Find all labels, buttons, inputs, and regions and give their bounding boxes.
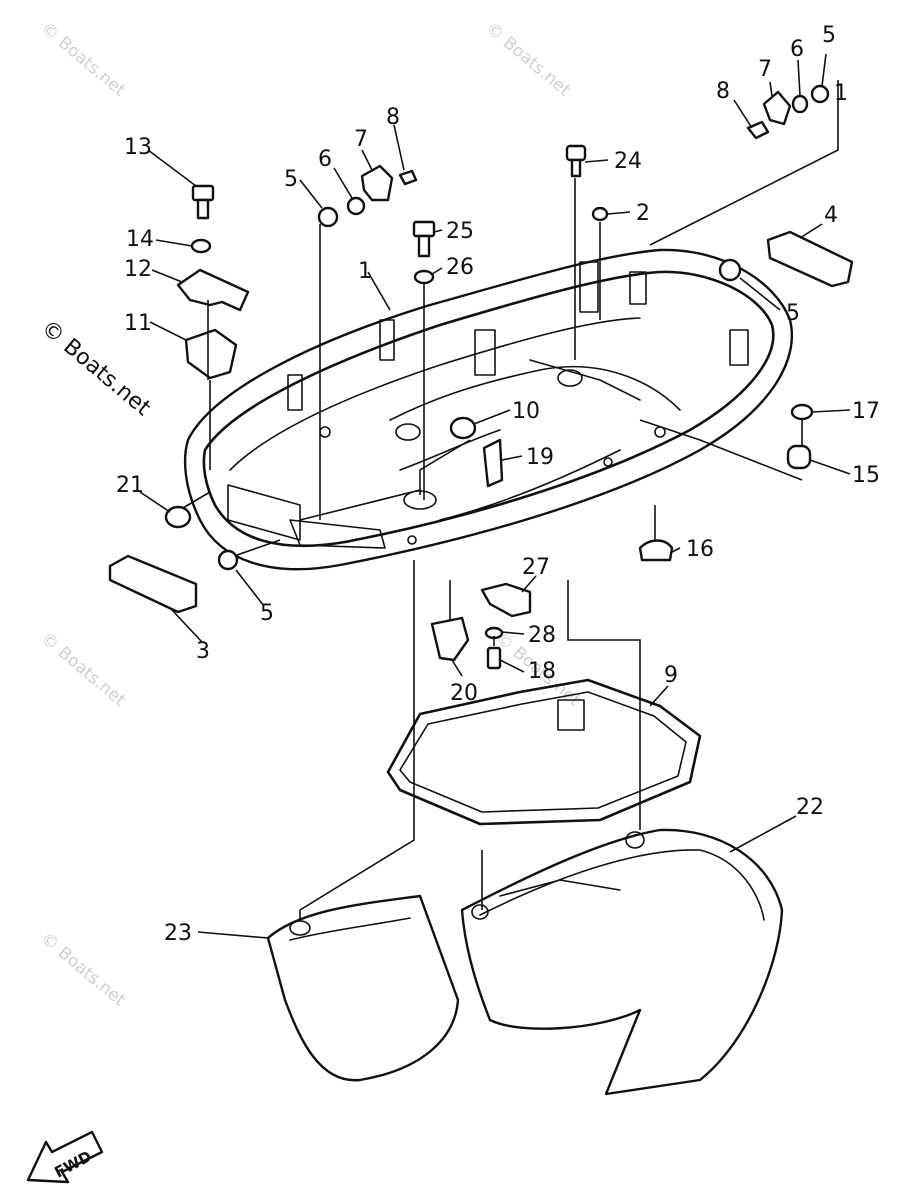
part-11-block [184, 328, 238, 380]
part-21-plug [164, 505, 192, 529]
part-8-screw-top-right [746, 120, 770, 140]
callout-8-upper: 8 [386, 105, 400, 130]
callout-4: 4 [824, 203, 838, 228]
callout-15: 15 [852, 463, 880, 488]
callout-19: 19 [526, 445, 554, 470]
callout-1-cowling: 1 [358, 259, 372, 284]
part-7-clip-upper [360, 164, 394, 202]
callout-27: 27 [522, 555, 550, 580]
part-9-seal [386, 678, 702, 826]
callout-2: 2 [636, 201, 650, 226]
part-12-bracket [176, 268, 250, 312]
part-5-grommet-left [217, 549, 239, 571]
part-14-washer [190, 238, 212, 254]
callout-5-upper: 5 [284, 167, 298, 192]
callout-26: 26 [446, 255, 474, 280]
callout-18: 18 [528, 659, 556, 684]
callout-1-top-right: 1 [834, 81, 848, 106]
callout-25: 25 [446, 219, 474, 244]
callout-6-top-right: 6 [790, 37, 804, 62]
part-18-screw [486, 646, 502, 670]
part-6-nut-upper [346, 196, 366, 216]
callout-leaders [139, 53, 851, 939]
part-3-handle [108, 554, 198, 614]
part-19-clip [482, 438, 504, 488]
part-6-nut-top-right [791, 94, 809, 114]
watermark-top-center: © Boats.net [482, 19, 575, 101]
callout-5-right: 5 [786, 301, 800, 326]
part-16-grommet [638, 539, 674, 562]
reference-lines [182, 80, 839, 920]
callout-10: 10 [512, 399, 540, 424]
callout-labels: 13 14 12 11 5 6 7 8 25 26 24 2 1 8 7 6 5… [116, 23, 880, 946]
part-7-clip-top-right [762, 90, 792, 126]
callout-6-upper: 6 [318, 147, 332, 172]
part-22-cover-right [460, 828, 784, 1096]
callout-12: 12 [124, 257, 152, 282]
callout-7-top-right: 7 [758, 57, 772, 82]
part-4-handle [766, 230, 854, 288]
callout-5-top-right: 5 [822, 23, 836, 48]
part-24-screw [565, 144, 587, 178]
callout-13: 13 [124, 135, 152, 160]
callout-24: 24 [614, 149, 642, 174]
callout-11: 11 [124, 311, 152, 336]
callout-14: 14 [126, 227, 154, 252]
bottom-cowling [183, 248, 794, 571]
callout-7-upper: 7 [354, 127, 368, 152]
part-27-clamp [480, 582, 532, 618]
callout-28: 28 [528, 623, 556, 648]
part-5-grommet-right [718, 258, 742, 282]
part-2-plug [591, 206, 609, 222]
callout-20: 20 [450, 681, 478, 706]
part-10-grommet [449, 416, 477, 440]
part-26-washer [413, 269, 435, 285]
part-5-grommet-top-right [810, 84, 830, 104]
part-25-bolt [412, 220, 436, 258]
callout-9: 9 [664, 663, 678, 688]
part-23-cover-left [266, 894, 460, 1082]
part-13-bolt [191, 184, 215, 220]
callout-21: 21 [116, 473, 144, 498]
part-17-bolt [790, 403, 814, 421]
callout-3: 3 [196, 639, 210, 664]
watermark-lower-left: © Boats.net [37, 629, 130, 711]
part-5-grommet-upper [317, 206, 339, 228]
watermark-top-left: © Boats.net [37, 19, 130, 101]
callout-8-top-right: 8 [716, 79, 730, 104]
callout-23: 23 [164, 921, 192, 946]
watermark-bottom-left: © Boats.net [37, 929, 130, 1011]
callout-16: 16 [686, 537, 714, 562]
part-8-screw-upper [398, 169, 418, 186]
callout-17: 17 [852, 399, 880, 424]
callout-5-left: 5 [260, 601, 274, 626]
part-20-grommet [430, 616, 470, 662]
callout-22: 22 [796, 795, 824, 820]
fwd-arrow: FWD [26, 1130, 104, 1184]
part-15-damper [786, 444, 812, 470]
